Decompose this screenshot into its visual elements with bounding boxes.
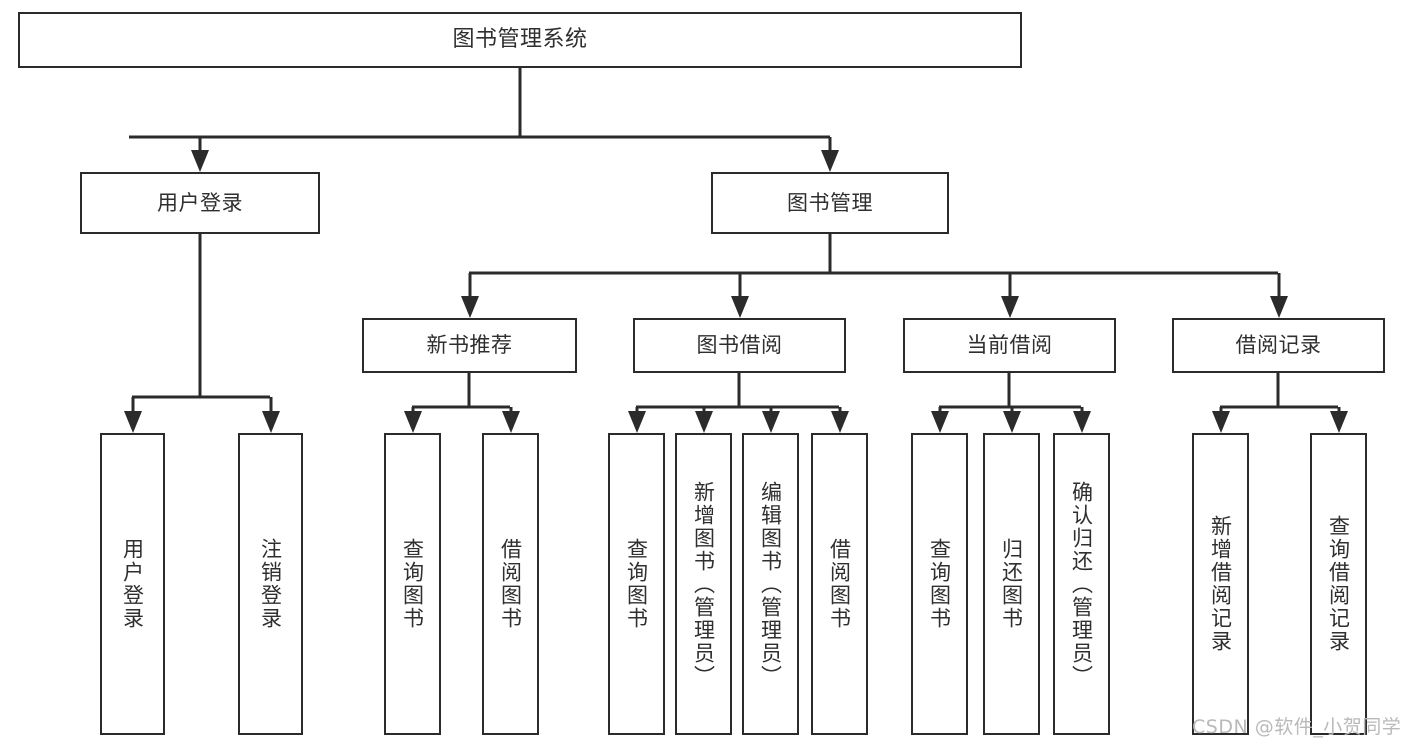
- arrowhead-borrow: [731, 296, 749, 318]
- arrowhead-bookmgmt: [821, 150, 839, 172]
- node-label: 归还图书: [999, 538, 1024, 630]
- arrowhead-newbook: [461, 296, 479, 318]
- node-label: 借阅图书: [498, 538, 523, 630]
- arrowhead-current: [1001, 296, 1019, 318]
- arrowhead-leaf-bor-2: [695, 411, 713, 433]
- arrowhead-leaf-cur-1: [931, 411, 949, 433]
- node-leaf-rec-1[interactable]: 新增借阅记录: [1192, 433, 1249, 735]
- node-label: 查询借阅记录: [1326, 515, 1351, 653]
- node-label: 确认归还（管理员）: [1069, 480, 1094, 688]
- node-leaf-bor-1[interactable]: 查询图书: [608, 433, 665, 735]
- node-login[interactable]: 用户登录: [80, 172, 320, 234]
- node-leaf-login-1[interactable]: 用户登录: [100, 433, 165, 735]
- node-leaf-login-2[interactable]: 注销登录: [238, 433, 303, 735]
- node-label: 当前借阅: [966, 333, 1053, 358]
- arrowhead-leaf-cur-3: [1073, 411, 1091, 433]
- node-label: 新增借阅记录: [1208, 515, 1233, 653]
- node-label: 借阅图书: [827, 538, 852, 630]
- node-leaf-new-2[interactable]: 借阅图书: [482, 433, 539, 735]
- node-leaf-new-1[interactable]: 查询图书: [384, 433, 441, 735]
- arrowhead-leaf-rec-1: [1212, 411, 1230, 433]
- arrowhead-leaf-new-1: [404, 411, 422, 433]
- node-current[interactable]: 当前借阅: [903, 318, 1116, 373]
- arrowhead-records: [1270, 296, 1288, 318]
- node-label: 新增图书（管理员）: [691, 480, 716, 688]
- node-label: 新书推荐: [426, 333, 513, 358]
- node-leaf-bor-3[interactable]: 编辑图书（管理员）: [742, 433, 799, 735]
- node-label: 用户登录: [157, 190, 243, 215]
- node-label: 借阅记录: [1235, 333, 1322, 358]
- node-root[interactable]: 图书管理系统: [18, 12, 1022, 68]
- node-bookmgmt[interactable]: 图书管理: [711, 172, 949, 234]
- node-label: 图书管理系统: [452, 27, 588, 53]
- node-leaf-cur-3[interactable]: 确认归还（管理员）: [1053, 433, 1110, 735]
- arrowhead-leaf-rec-2: [1330, 411, 1348, 433]
- node-leaf-bor-2[interactable]: 新增图书（管理员）: [675, 433, 732, 735]
- arrowhead-leaf-bor-1: [628, 411, 646, 433]
- node-label: 图书借阅: [696, 333, 783, 358]
- node-leaf-cur-1[interactable]: 查询图书: [911, 433, 968, 735]
- node-label: 查询图书: [927, 538, 952, 630]
- node-leaf-rec-2[interactable]: 查询借阅记录: [1310, 433, 1367, 735]
- arrowhead-leaf-new-2: [502, 411, 520, 433]
- arrowhead-leaf-bor-3: [762, 411, 780, 433]
- node-label: 编辑图书（管理员）: [758, 480, 783, 688]
- node-label: 查询图书: [400, 538, 425, 630]
- node-leaf-bor-4[interactable]: 借阅图书: [811, 433, 868, 735]
- arrowhead-login: [191, 150, 209, 172]
- node-label: 查询图书: [624, 538, 649, 630]
- arrowhead-leaf-login-1: [124, 411, 142, 433]
- node-records[interactable]: 借阅记录: [1172, 318, 1385, 373]
- node-label: 用户登录: [120, 538, 145, 630]
- node-label: 注销登录: [258, 538, 283, 630]
- arrowhead-leaf-login-2: [262, 411, 280, 433]
- arrowhead-leaf-bor-4: [831, 411, 849, 433]
- csdn-watermark: CSDN @软件_小贺同学: [1192, 716, 1402, 738]
- node-borrow[interactable]: 图书借阅: [633, 318, 846, 373]
- node-leaf-cur-2[interactable]: 归还图书: [983, 433, 1040, 735]
- node-label: 图书管理: [787, 190, 873, 215]
- node-newbook[interactable]: 新书推荐: [362, 318, 577, 373]
- arrowhead-leaf-cur-2: [1003, 411, 1021, 433]
